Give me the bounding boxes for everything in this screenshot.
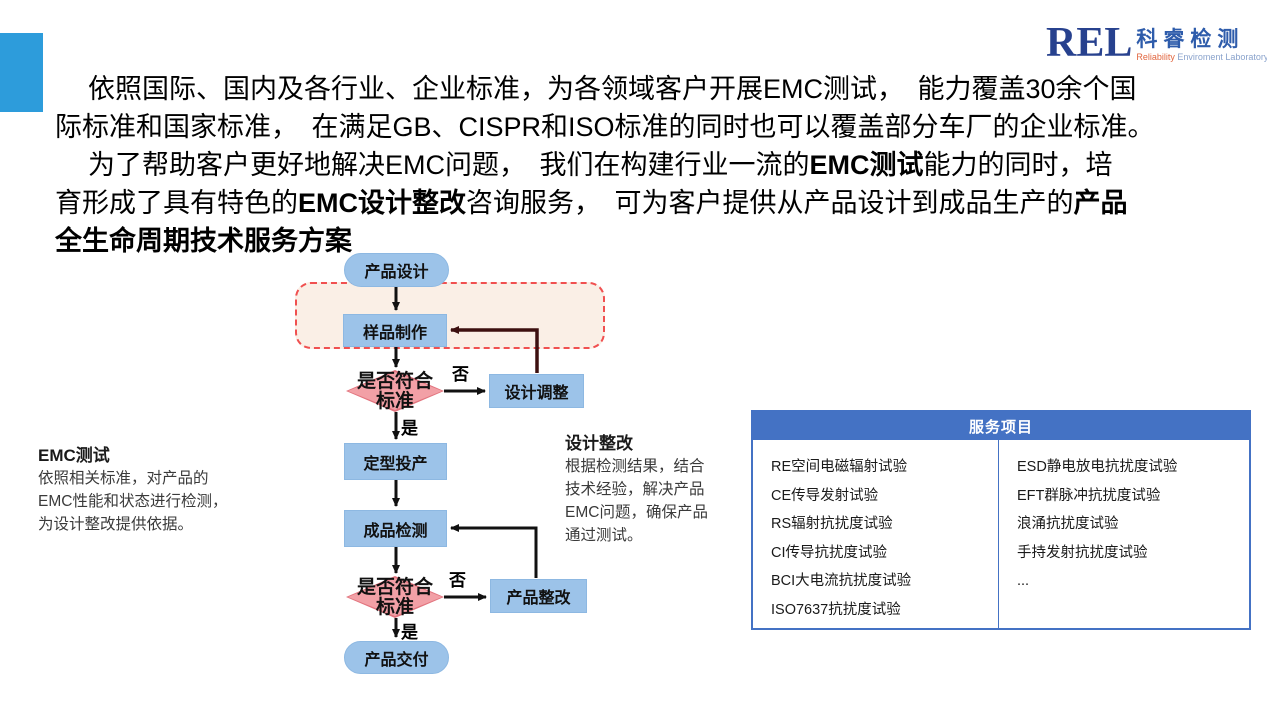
service-item: ISO7637抗扰度试验 (771, 601, 901, 618)
annotation-emc-test: EMC测试 依照相关标准，对产品的 EMC性能和状态进行检测， 为设计整改提供依… (38, 445, 278, 536)
service-column-left: RE空间电磁辐射试验 CE传导发射试验 RS辐射抗扰度试验 CI传导抗扰度试验 … (753, 440, 998, 628)
service-items-table: 服务项目 RE空间电磁辐射试验 CE传导发射试验 RS辐射抗扰度试验 CI传导抗… (751, 410, 1251, 630)
intro-line-3-text: 为了帮助客户更好地解决EMC问题， 我们在构建行业一流的 (88, 150, 810, 180)
intro-line-3-text2: 能力的同时，培 (923, 150, 1113, 180)
annotation-design-rectify-line: 技术经验，解决产品 (565, 481, 705, 498)
logo-text-block: 科睿检测 Reliability Enviroment Laboratory (1136, 24, 1267, 62)
intro-line-3-bold: EMC测试 (809, 150, 924, 180)
company-logo: REL 科睿检测 Reliability Enviroment Laborato… (1046, 20, 1267, 66)
service-item: 浪涌抗扰度试验 (1017, 516, 1119, 532)
branch-label-yes-2: 是 (401, 623, 418, 642)
annotation-design-rectify-line: 通过测试。 (565, 527, 643, 544)
flow-decision-1-label: 是否符合标准 (356, 371, 433, 412)
arrow-rework-loop-to-inspect (450, 524, 538, 578)
branch-label-yes-1: 是 (401, 419, 418, 438)
logo-subtitle-rest: Enviroment Laboratory (1174, 52, 1267, 62)
service-item: 手持发射抗扰度试验 (1017, 544, 1148, 561)
intro-line-4-bold: EMC设计整改 (298, 188, 466, 218)
service-item: RS辐射抗扰度试验 (771, 516, 893, 532)
arrow-adjust-loop-to-sample (450, 326, 539, 373)
logo-company-name: 科睿检测 (1136, 28, 1245, 51)
flow-node-product-rework: 产品整改 (490, 579, 587, 613)
flowchart-connectors (392, 287, 539, 638)
intro-line-5: 全生命周期技术服务方案 (55, 222, 1215, 260)
annotation-emc-test-line: 依照相关标准，对产品的 (38, 470, 209, 487)
annotation-design-rectify-title: 设计整改 (565, 434, 633, 453)
intro-line-1: 依照国际、国内及各行业、企业标准，为各领域客户开展EMC测试， 能力覆盖30余个… (88, 74, 1137, 104)
service-table-header: 服务项目 (753, 412, 1249, 440)
intro-paragraphs: 依照国际、国内及各行业、企业标准，为各领域客户开展EMC测试， 能力覆盖30余个… (55, 70, 1215, 260)
branch-label-no-2: 否 (449, 571, 466, 590)
service-item: BCI大电流抗扰度试验 (771, 573, 912, 589)
accent-bar (0, 33, 43, 112)
flow-node-finalize-production: 定型投产 (344, 443, 447, 480)
annotation-emc-test-line: 为设计整改提供依据。 (38, 516, 194, 533)
intro-line-4-bold2: 产品 (1073, 188, 1128, 218)
annotation-design-rectify-line: EMC问题，确保产品 (565, 504, 708, 521)
service-table-body: RE空间电磁辐射试验 CE传导发射试验 RS辐射抗扰度试验 CI传导抗扰度试验 … (753, 440, 1249, 628)
intro-line-5-bold: 全生命周期技术服务方案 (55, 226, 352, 256)
service-item: ESD静电放电抗扰度试验 (1017, 459, 1178, 475)
annotation-design-rectify: 设计整改 根据检测结果，结合 技术经验，解决产品 EMC问题，确保产品 通过测试… (565, 433, 760, 547)
flow-node-sample-making: 样品制作 (343, 314, 447, 347)
logo-subtitle: Reliability Enviroment Laboratory (1136, 52, 1267, 62)
service-item: RE空间电磁辐射试验 (771, 459, 908, 475)
intro-line-4-text2: 咨询服务， 可为客户提供从产品设计到成品生产的 (466, 188, 1074, 218)
flow-decision-2-label: 是否符合标准 (356, 577, 433, 618)
service-item: CE传导发射试验 (771, 487, 879, 504)
intro-line-3: 为了帮助客户更好地解决EMC问题， 我们在构建行业一流的EMC测试能力的同时，培 (55, 146, 1215, 184)
service-item: ... (1017, 573, 1030, 589)
intro-line-2: 际标准和国家标准， 在满足GB、CISPR和ISO标准的同时也可以覆盖部分车厂的… (55, 112, 1155, 142)
annotation-emc-test-line: EMC性能和状态进行检测， (38, 493, 228, 510)
annotation-design-rectify-line: 根据检测结果，结合 (565, 458, 705, 475)
logo-abbreviation: REL (1046, 20, 1133, 66)
intro-line-4: 育形成了具有特色的EMC设计整改咨询服务， 可为客户提供从产品设计到成品生产的产… (55, 184, 1215, 222)
annotation-emc-test-title: EMC测试 (38, 446, 110, 465)
service-column-right: ESD静电放电抗扰度试验 EFT群脉冲抗扰度试验 浪涌抗扰度试验 手持发射抗扰度… (998, 440, 1249, 628)
service-item: CI传导抗扰度试验 (771, 544, 887, 561)
branch-label-no-1: 否 (452, 365, 469, 384)
service-item: EFT群脉冲抗扰度试验 (1017, 487, 1161, 504)
intro-line-4-text: 育形成了具有特色的 (55, 188, 298, 218)
flow-node-product-delivery: 产品交付 (344, 641, 449, 674)
logo-subtitle-highlight: Reliability (1136, 52, 1175, 62)
flow-node-design-adjust: 设计调整 (489, 374, 584, 408)
flow-node-product-design: 产品设计 (344, 253, 449, 287)
flow-node-final-inspection: 成品检测 (344, 510, 447, 547)
